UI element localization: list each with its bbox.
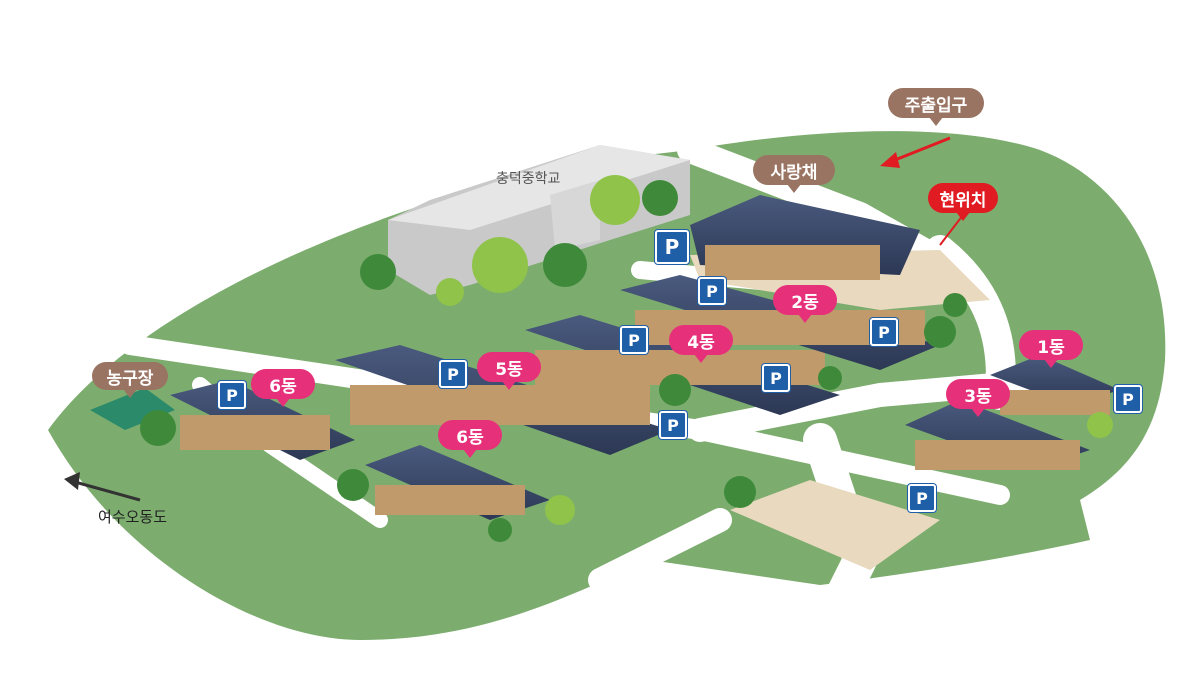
dong4-pin[interactable]: 4동 bbox=[669, 325, 733, 363]
direction-arrow bbox=[74, 480, 141, 502]
sarangchae-pin[interactable]: 사랑채 bbox=[753, 155, 835, 193]
dong2-label: 2동 bbox=[791, 292, 819, 313]
dong6b-pin[interactable]: 6동 bbox=[438, 420, 502, 458]
basketball-court bbox=[90, 388, 175, 430]
dong1-label: 1동 bbox=[1037, 337, 1065, 358]
parking-sign: P bbox=[908, 484, 936, 512]
parking-sign: P bbox=[1114, 385, 1142, 413]
dong3-pin[interactable]: 3동 bbox=[946, 379, 1010, 417]
plaza bbox=[730, 480, 940, 570]
current-location-label: 현위치 bbox=[939, 190, 987, 211]
dong1-pin[interactable]: 1동 bbox=[1019, 330, 1083, 368]
dong4-label: 4동 bbox=[687, 332, 715, 353]
parking-sign: P bbox=[439, 360, 467, 388]
dong6a-pin[interactable]: 6동 bbox=[251, 369, 315, 407]
basketball-label: 농구장 bbox=[106, 368, 154, 389]
entrance-arrowhead bbox=[880, 152, 900, 168]
parking-sign: P bbox=[659, 411, 687, 439]
dong6a-label: 6동 bbox=[269, 376, 297, 397]
parking-sign: P bbox=[698, 277, 726, 305]
school-label: 충덕중학교 bbox=[496, 171, 561, 187]
parking-sign: P bbox=[762, 364, 790, 392]
dong5-pin[interactable]: 5동 bbox=[477, 352, 541, 390]
parking-sign: P bbox=[870, 318, 898, 346]
parking-sign-main: P bbox=[655, 230, 689, 264]
dong6b-label: 6동 bbox=[456, 427, 484, 448]
direction-arrowhead bbox=[64, 472, 80, 490]
dong5-label: 5동 bbox=[495, 359, 523, 380]
parking-sign: P bbox=[620, 326, 648, 354]
trees bbox=[140, 175, 1113, 542]
dong3-label: 3동 bbox=[964, 386, 992, 407]
entrance-label: 주출입구 bbox=[904, 95, 968, 116]
entrance-arrow bbox=[889, 136, 951, 164]
basketball-pin[interactable]: 농구장 bbox=[92, 362, 168, 398]
current-location-pin[interactable]: 현위치 bbox=[928, 183, 998, 221]
parking-sign: P bbox=[218, 381, 246, 409]
entrance-pin[interactable]: 주출입구 bbox=[888, 88, 984, 126]
dong2-pin[interactable]: 2동 bbox=[773, 285, 837, 323]
sarangchae-label: 사랑채 bbox=[770, 162, 818, 183]
direction-label: 여수오동도 bbox=[98, 508, 168, 526]
